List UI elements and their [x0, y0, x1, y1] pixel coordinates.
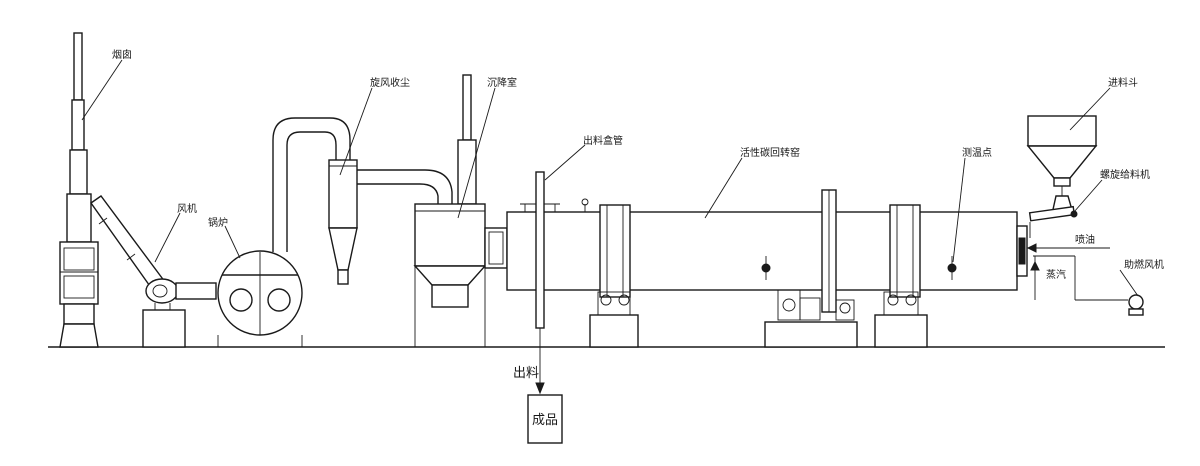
label-fan: 风机	[177, 202, 197, 215]
kiln-supports	[589, 289, 928, 348]
label-discharge: 出料	[513, 366, 539, 381]
label-chimney: 烟囱	[112, 48, 132, 61]
label-boiler: 锅炉	[208, 217, 228, 229]
cyclone-collector	[328, 159, 453, 285]
fan	[142, 278, 217, 348]
screw-feeder	[1028, 195, 1078, 238]
label-oil-inlet: 喷油	[1075, 233, 1095, 246]
label-steam-text: 蒸汽	[1046, 268, 1066, 281]
feed-hopper	[1026, 115, 1098, 196]
settling-chamber	[413, 74, 508, 347]
chimney	[59, 32, 99, 348]
boiler	[217, 250, 303, 347]
label-product: 成品	[532, 413, 558, 428]
rotary-kiln	[506, 189, 1028, 313]
u-duct	[272, 117, 351, 252]
label-blower: 助燃风机	[1124, 258, 1164, 271]
leader-lines	[81, 59, 1139, 297]
inclined-duct	[90, 195, 167, 290]
label-kiln: 活性碳回转窑	[740, 146, 800, 159]
product-box	[527, 394, 563, 444]
burner-piping	[1026, 243, 1128, 301]
label-temp-point: 测温点	[962, 146, 992, 159]
label-cyclone: 旋风收尘	[370, 76, 410, 89]
label-steam: 蒸汽	[1046, 268, 1066, 281]
label-screw-feeder: 螺旋给料机	[1100, 168, 1150, 181]
label-settling-chamber: 沉降室	[487, 76, 517, 89]
discharge-box	[535, 171, 545, 395]
label-hopper: 进料斗	[1108, 76, 1138, 89]
label-discharge-box: 出料盒管	[583, 134, 623, 147]
combustion-blower	[1128, 294, 1144, 316]
